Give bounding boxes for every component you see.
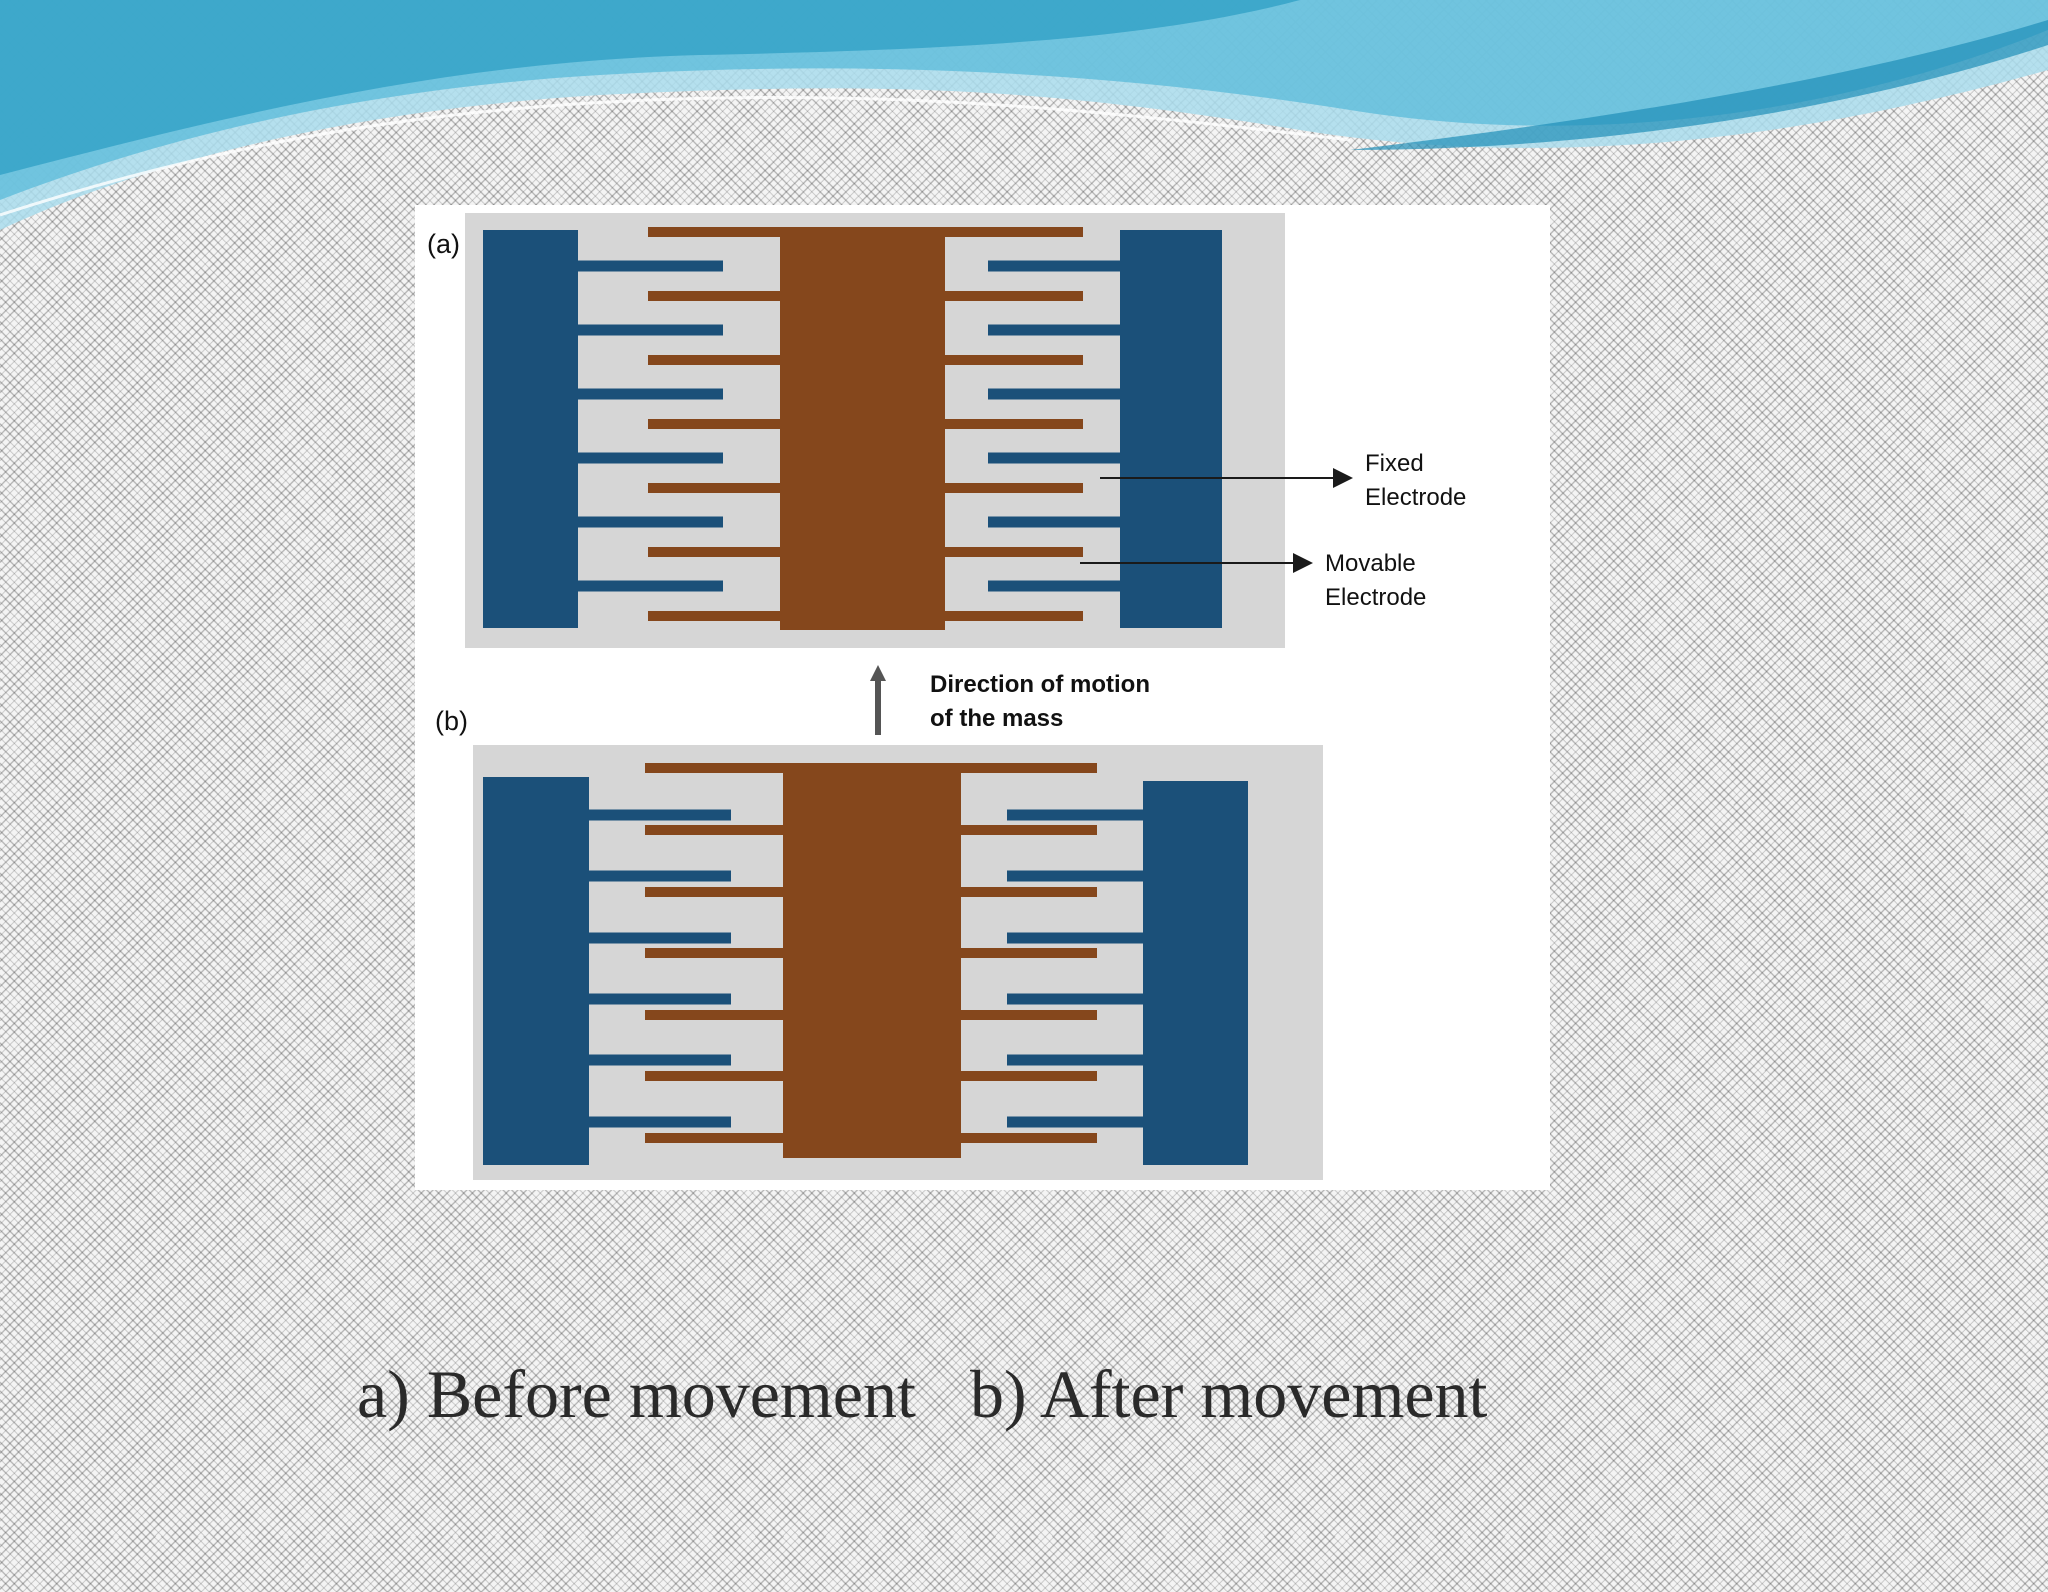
fixed-electrode-finger — [1007, 1054, 1153, 1066]
fixed-electrode-finger — [568, 388, 723, 400]
direction-label-line1: Direction of motion — [930, 671, 1150, 698]
movable-electrode-finger — [951, 825, 1097, 835]
panel-b: (b) — [435, 706, 1323, 1180]
caption-after-movement: b) After movement — [970, 1356, 1488, 1432]
movable-electrode-finger — [648, 355, 790, 365]
fixed-electrode-finger — [988, 388, 1130, 400]
direction-label-line2: of the mass — [930, 705, 1063, 732]
movable-electrode-finger — [951, 763, 1097, 773]
movable-electrode-finger — [935, 483, 1083, 493]
fixed-electrode-finger — [988, 580, 1130, 592]
caption-before-movement: a) Before movement — [357, 1356, 916, 1432]
movable-electrode-finger — [648, 227, 790, 237]
fixed-electrode-label-line1: Fixed — [1365, 450, 1424, 477]
panel-b-left-fixed-anchor — [483, 777, 589, 1165]
fixed-electrode-finger — [988, 452, 1130, 464]
movable-electrode-finger — [648, 291, 790, 301]
figure-caption: a) Before movement b) After movement — [0, 1355, 2048, 1592]
panel-b-right-fixed-anchor — [1143, 781, 1248, 1165]
movable-electrode-finger — [935, 291, 1083, 301]
panel-a-left-fixed-anchor — [483, 230, 578, 628]
wave-streak-right — [1350, 20, 2048, 150]
movable-electrode-finger — [645, 763, 793, 773]
panel-a-left-fixed-fingers — [568, 260, 723, 592]
panel-b-proof-mass — [783, 763, 961, 1158]
fixed-electrode-finger — [568, 580, 723, 592]
wave-band-dark — [0, 0, 1300, 175]
figure-panel: (a) Fixed Electrode Movable Electrode Di… — [415, 205, 1550, 1190]
fixed-electrode-finger — [579, 809, 731, 821]
fixed-electrode-finger — [568, 324, 723, 336]
fixed-electrode-finger — [988, 260, 1130, 272]
fixed-electrode-finger — [988, 516, 1130, 528]
decorative-wave-banner — [0, 0, 2048, 230]
fixed-electrode-finger — [568, 516, 723, 528]
movable-electrode-finger — [951, 1010, 1097, 1020]
fixed-electrode-finger — [568, 260, 723, 272]
panel-b-movable-fingers — [645, 763, 1097, 1143]
fixed-electrode-finger — [579, 870, 731, 882]
movable-electrode-finger — [645, 1071, 793, 1081]
fixed-electrode-finger — [579, 932, 731, 944]
movable-electrode-finger — [951, 1133, 1097, 1143]
movable-electrode-finger — [645, 948, 793, 958]
movable-electrode-label-line1: Movable — [1325, 550, 1416, 577]
movable-electrode-label-line2: Electrode — [1325, 584, 1426, 611]
panel-b-left-fixed-fingers — [579, 809, 731, 1128]
panel-a-right-fixed-fingers — [988, 260, 1130, 592]
fixed-electrode-finger — [579, 1116, 731, 1128]
movable-electrode-finger — [645, 887, 793, 897]
panel-a-right-fixed-anchor — [1120, 230, 1222, 628]
movable-electrode-finger — [935, 227, 1083, 237]
panel-a-movable-fingers — [648, 227, 1083, 621]
movable-electrode-finger — [645, 1133, 793, 1143]
fixed-electrode-finger — [579, 1054, 731, 1066]
fixed-electrode-finger — [1007, 870, 1153, 882]
panel-b-label: (b) — [435, 706, 468, 736]
movable-electrode-finger — [645, 1010, 793, 1020]
movable-electrode-finger — [648, 419, 790, 429]
panel-a-proof-mass — [780, 227, 945, 630]
fixed-electrode-finger — [1007, 1116, 1153, 1128]
motion-direction-arrowhead — [870, 665, 886, 681]
movable-electrode-finger — [935, 547, 1083, 557]
panel-a-label: (a) — [427, 229, 460, 259]
movable-electrode-finger — [648, 547, 790, 557]
fixed-electrode-finger — [579, 993, 731, 1005]
wave-line — [0, 95, 1351, 217]
movable-electrode-finger — [648, 483, 790, 493]
movable-electrode-finger — [935, 611, 1083, 621]
fixed-electrode-finger — [568, 452, 723, 464]
movable-electrode-finger — [935, 419, 1083, 429]
panel-a: (a) — [427, 213, 1285, 648]
comb-drive-figure: (a) Fixed Electrode Movable Electrode Di… — [427, 213, 1466, 1180]
panel-b-right-fixed-fingers — [1007, 809, 1153, 1128]
movable-electrode-finger — [935, 355, 1083, 365]
fixed-electrode-finger — [1007, 809, 1153, 821]
fixed-electrode-label-line2: Electrode — [1365, 484, 1466, 511]
movable-electrode-finger — [951, 887, 1097, 897]
movable-electrode-finger — [951, 1071, 1097, 1081]
movable-electrode-finger — [951, 948, 1097, 958]
movable-electrode-finger — [648, 611, 790, 621]
fixed-electrode-finger — [1007, 993, 1153, 1005]
fixed-electrode-finger — [988, 324, 1130, 336]
fixed-electrode-finger — [1007, 932, 1153, 944]
movable-electrode-finger — [645, 825, 793, 835]
